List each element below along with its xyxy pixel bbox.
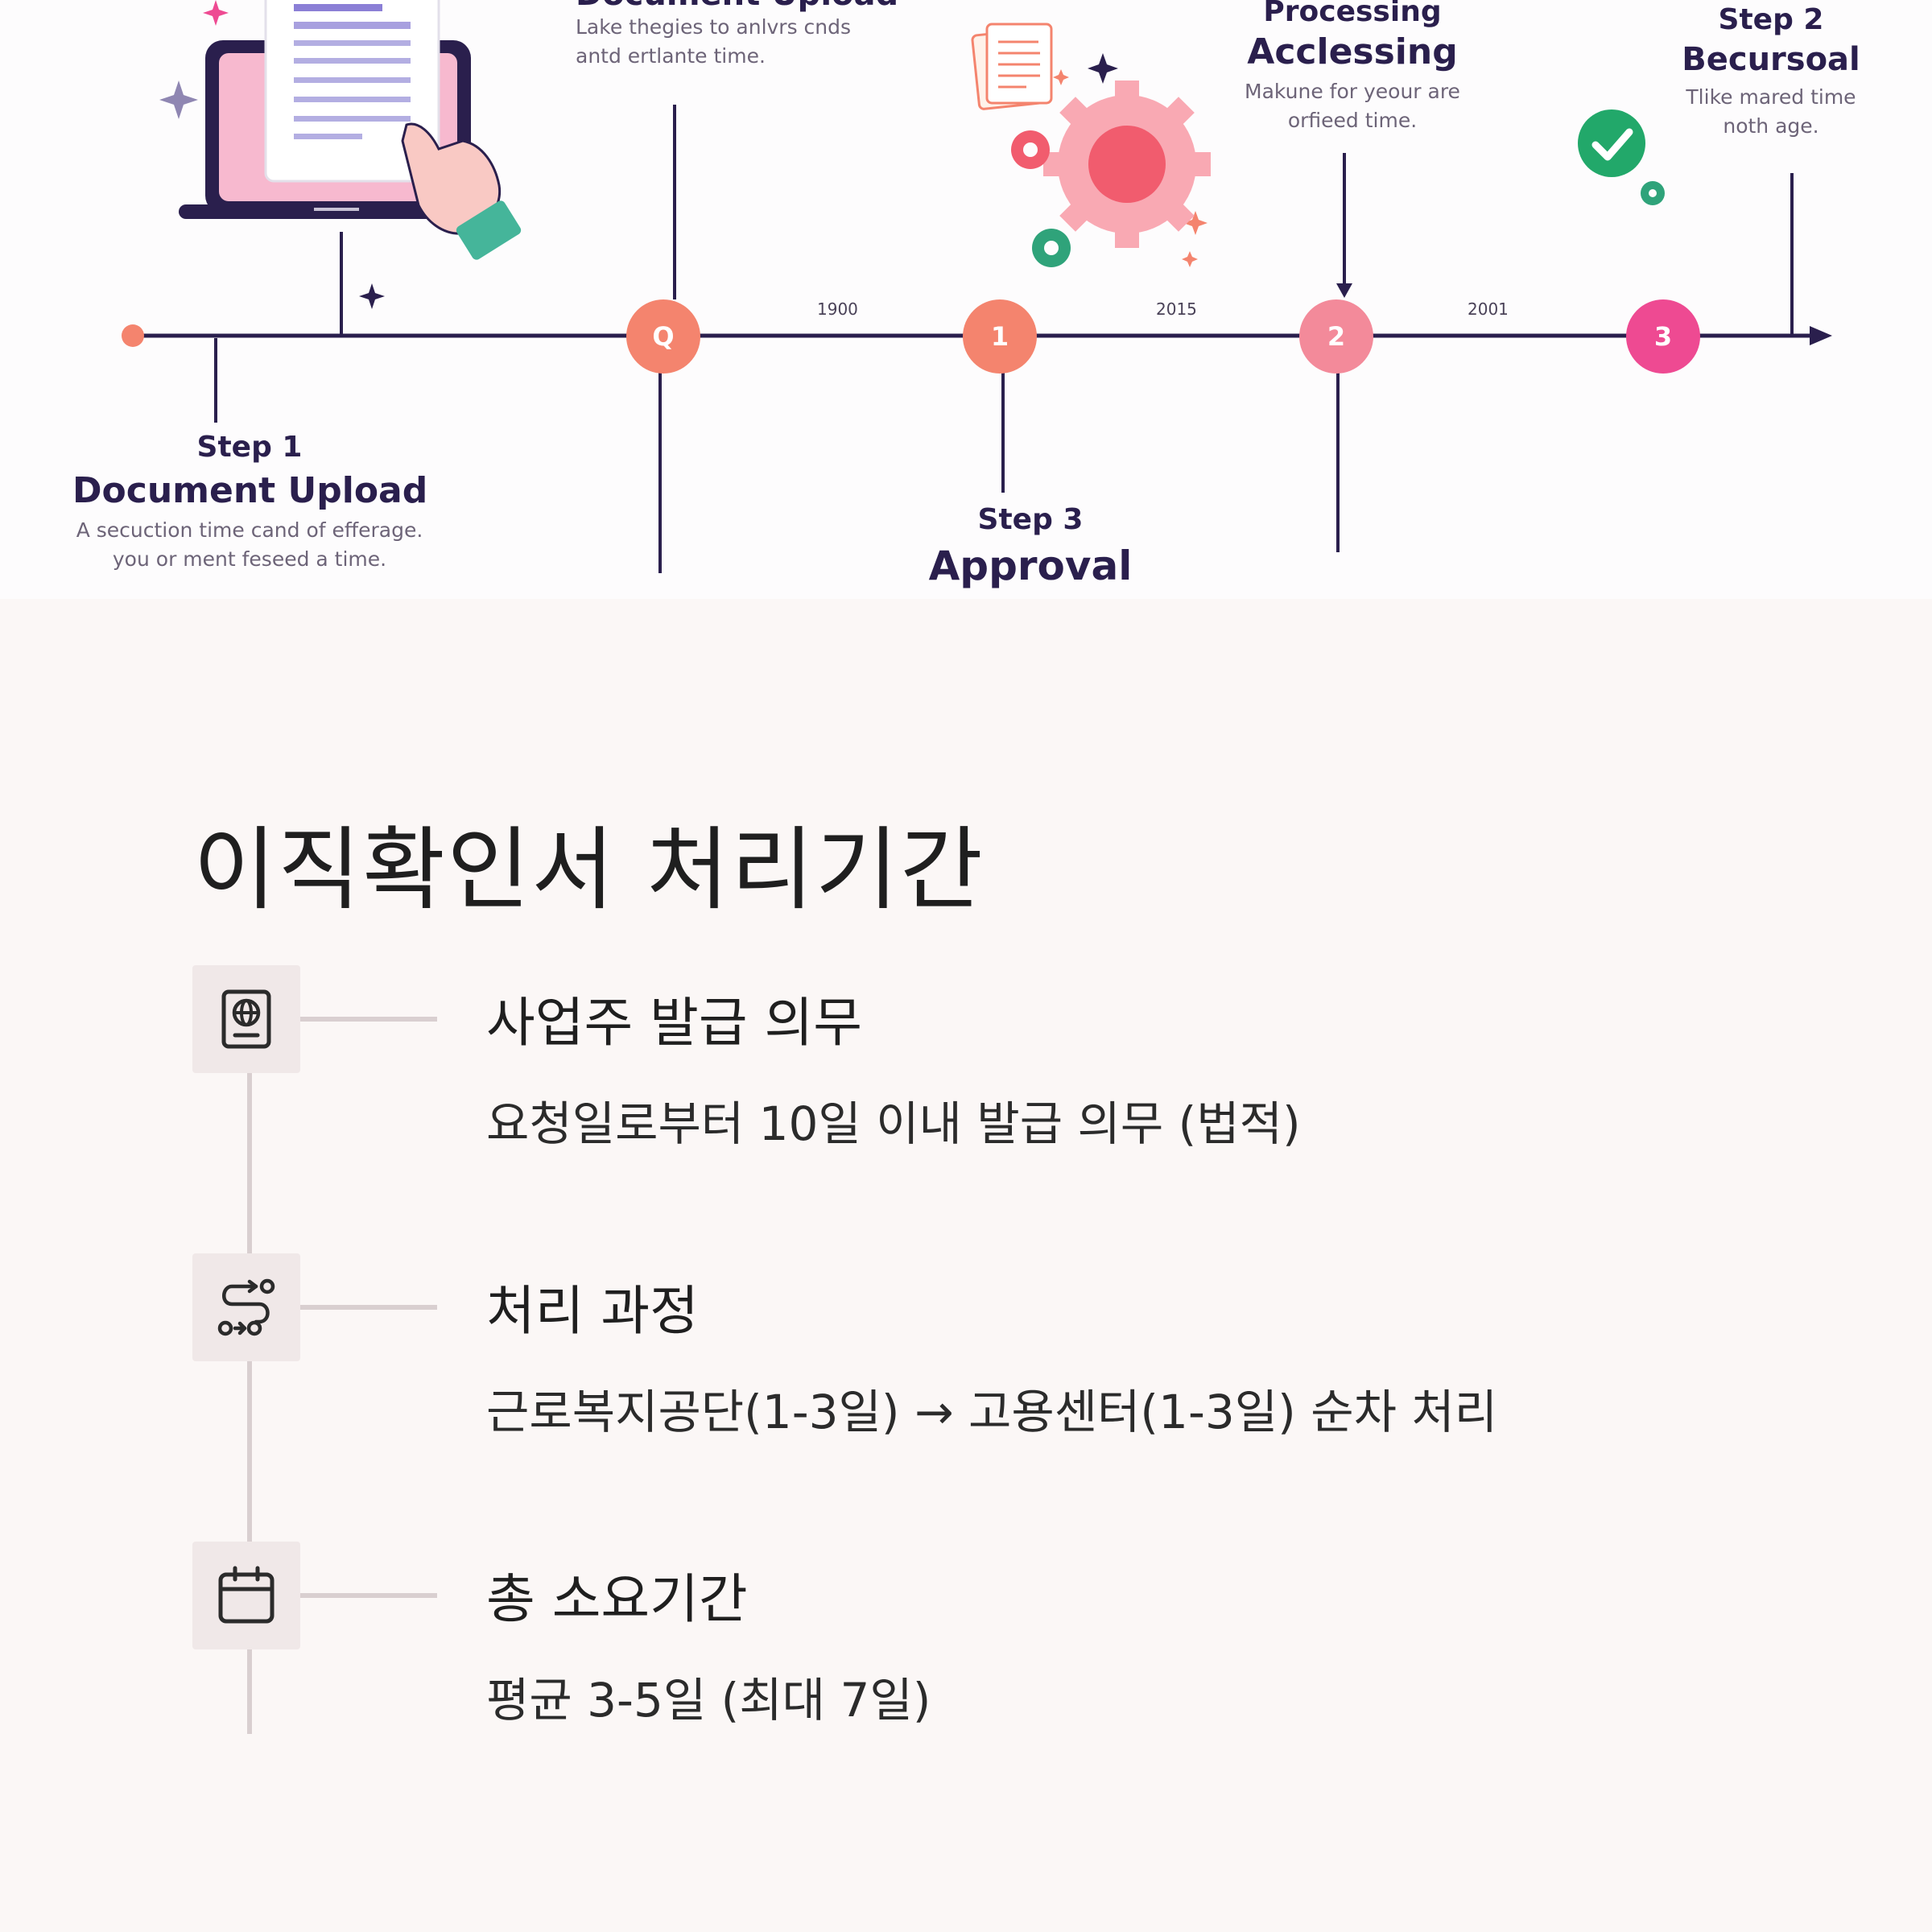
year-label: 2001 (1468, 299, 1509, 319)
gear-icon (1043, 80, 1211, 248)
item-desc: 평균 3-5일 (최대 7일) (486, 1673, 931, 1728)
step2-callout: Step 2 Becursoal Tlike mared time noth a… (1666, 3, 1876, 141)
processing-desc-line2: orfieed time. (1287, 109, 1418, 132)
step2-label: Step 2 (1718, 3, 1824, 36)
callout-desc-line1: Lake thegies to anlvrs cnds (576, 15, 852, 39)
timeline-arrowhead (1810, 326, 1832, 345)
step1-title: Document Upload (72, 470, 428, 511)
connector-line (300, 1017, 437, 1022)
step1-desc-line1: A secuction time cand of efferage. (76, 518, 423, 542)
step2-desc-line1: Tlike mared time (1686, 85, 1856, 109)
papers-icon (971, 23, 1053, 110)
step1-label: Step 1 (196, 431, 303, 464)
step1-callout: Step 1 Document Upload A secuction time … (72, 431, 427, 574)
year-label: 2015 (1156, 299, 1197, 319)
timeline-illustration: Q 1 2 3 1900 2015 2001 Document Upload L… (0, 0, 1932, 599)
connector-line (300, 1593, 437, 1598)
year-label: 1900 (817, 299, 858, 319)
upload-callout: Document Upload Lake thegies to anlvrs c… (576, 0, 898, 71)
processing-desc-line1: Makune for yeour are (1245, 80, 1460, 103)
step2-desc-line2: noth age. (1723, 114, 1819, 138)
timeline-node-2 (1299, 299, 1373, 374)
node-label: Q (652, 321, 675, 352)
callout-title: Document Upload (576, 0, 898, 13)
processing-callout: Processing Acclessing Makune for yeour a… (1232, 0, 1473, 135)
node-label: 3 (1653, 321, 1673, 352)
step1-desc-line2: you or ment feseed a time. (112, 547, 387, 571)
callout-desc-line2: antd ertlante time. (576, 44, 766, 68)
icon-box (192, 1542, 300, 1649)
step2-title: Becursoal (1682, 41, 1860, 78)
item-heading: 사업주 발급 의무 (486, 992, 862, 1054)
passport-icon (221, 989, 271, 1049)
connector-line (300, 1305, 437, 1310)
node-label: 2 (1327, 321, 1346, 352)
node-label: 1 (990, 321, 1009, 352)
icon-box (192, 965, 300, 1073)
step3-callout: Step 3 Approval (910, 503, 1151, 589)
sparkle-icons (159, 0, 1208, 309)
green-gear-icon (1032, 229, 1071, 267)
step3-label: Step 3 (977, 503, 1084, 536)
timeline-graphic (122, 0, 1832, 573)
timeline-node-3 (1626, 299, 1700, 374)
timeline-spine (247, 1071, 252, 1734)
pointing-hand-icon (401, 122, 522, 260)
route-icon (217, 1278, 275, 1336)
item-desc: 근로복지공단(1-3일) → 고용센터(1-3일) 순차 처리 (486, 1385, 1498, 1439)
info-item-employer-obligation: 사업주 발급 의무 요청일로부터 10일 이내 발급 의무 (법적) (0, 965, 1932, 1151)
timeline-start-dot (122, 324, 144, 347)
processing-title: Acclessing (1247, 31, 1458, 72)
step3-title: Approval (928, 543, 1133, 589)
check-circle-icon (1578, 109, 1645, 177)
timeline-node-1 (963, 299, 1037, 374)
timeline-node-q (626, 299, 700, 374)
page-title: 이직확인서 처리기간 (193, 818, 985, 923)
item-heading: 총 소요기간 (486, 1568, 748, 1630)
icon-box (192, 1253, 300, 1361)
item-heading: 처리 과정 (486, 1280, 699, 1342)
document-icon (264, 0, 440, 183)
item-desc: 요청일로부터 10일 이내 발급 의무 (법적) (486, 1096, 1301, 1151)
info-item-process: 처리 과정 근로복지공단(1-3일) → 고용센터(1-3일) 순차 처리 (0, 1253, 1932, 1439)
small-flower-icon (1641, 181, 1665, 205)
info-item-total-duration: 총 소요기간 평균 3-5일 (최대 7일) (0, 1542, 1932, 1728)
small-gear-icon (1011, 130, 1050, 169)
calendar-icon (218, 1566, 275, 1624)
processing-label: Processing (1263, 0, 1442, 28)
